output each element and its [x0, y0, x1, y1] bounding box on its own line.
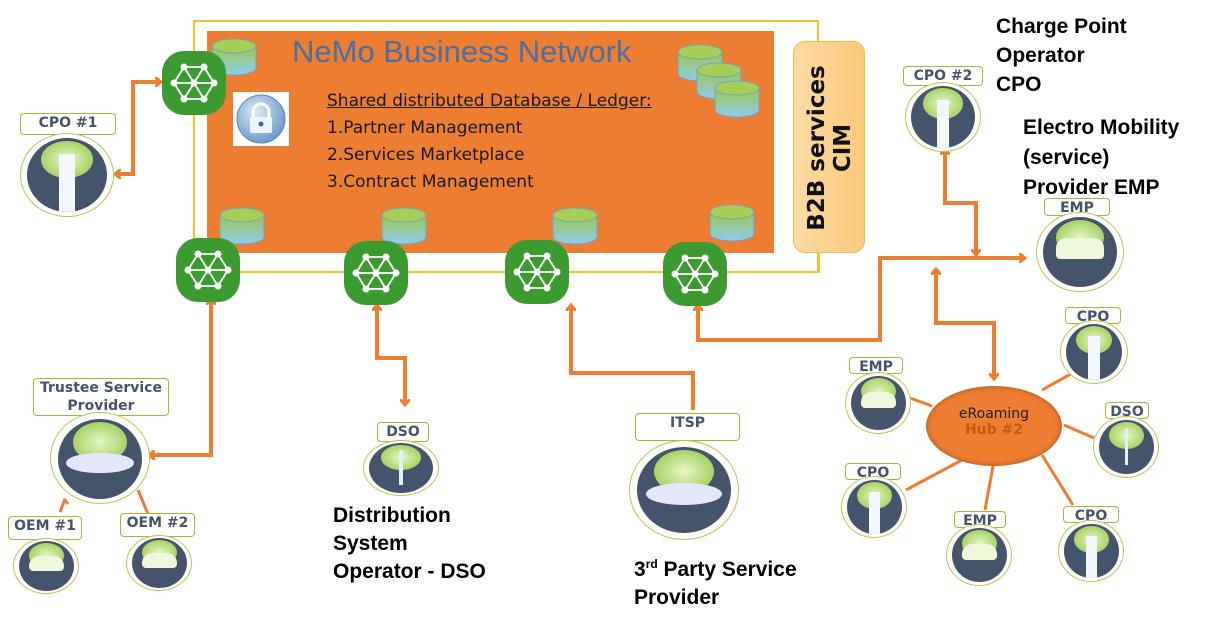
network-node-icon[interactable]	[176, 238, 240, 302]
cpo2-label: CPO #2	[903, 66, 983, 86]
b2b-services-panel: B2B services CIM	[793, 41, 865, 253]
itsp-label: ITSP	[635, 413, 740, 441]
cpo1-label: CPO #1	[20, 113, 116, 135]
caption-line: System	[333, 532, 408, 555]
ledger-heading: Shared distributed Database / Ledger:	[327, 91, 652, 111]
arrow-cpo2-emp	[945, 150, 976, 254]
cim-label: CIM	[830, 123, 856, 173]
dso-label: DSO	[377, 422, 429, 442]
caption-line: Party Service	[657, 558, 797, 581]
itsp-caption: 3rd Party Service Provider	[634, 550, 797, 612]
charger-icon[interactable]	[20, 133, 114, 217]
b2b-label: B2B services	[804, 65, 830, 231]
arrow-trustee-node	[150, 300, 211, 455]
emp-label: EMP	[1044, 198, 1110, 216]
charger-icon[interactable]	[905, 82, 981, 152]
router-icon[interactable]	[629, 440, 739, 540]
car-icon[interactable]	[946, 524, 1012, 586]
network-node-icon[interactable]	[505, 240, 569, 304]
caption-number: 3	[634, 558, 646, 581]
arrow-dso-node	[377, 306, 405, 404]
dso-caption: Distribution System Operator - DSO	[333, 502, 486, 586]
car-icon[interactable]	[126, 535, 192, 591]
ledger-item: 2.Services Marketplace	[327, 145, 525, 165]
database-icon	[552, 207, 598, 245]
car-icon[interactable]	[845, 372, 911, 434]
hub-number: Hub #2	[964, 422, 1024, 438]
charger-icon[interactable]	[1058, 520, 1124, 582]
lock-icon	[233, 92, 289, 146]
caption-line: Electro Mobility	[1023, 116, 1180, 139]
ledger-item: 3.Contract Management	[327, 172, 534, 192]
caption-line: Operator - DSO	[333, 560, 486, 583]
caption-line: Provider	[634, 586, 720, 609]
database-icon	[381, 207, 427, 245]
car-icon[interactable]	[1036, 212, 1124, 292]
wind-turbine-icon[interactable]	[363, 440, 439, 496]
oem1-label: OEM #1	[8, 516, 82, 540]
car-icon[interactable]	[13, 538, 79, 594]
charger-icon[interactable]	[1060, 320, 1128, 384]
eroaming-hub[interactable]: eRoaming Hub #2	[926, 386, 1062, 466]
wind-turbine-icon[interactable]	[1093, 416, 1159, 478]
caption-line: CPO	[996, 73, 1042, 96]
arrow-hub-line	[936, 270, 994, 378]
cpo-caption: Charge Point Operator CPO	[996, 12, 1127, 99]
caption-line: (service)	[1023, 146, 1110, 169]
caption-line: Distribution	[333, 504, 451, 527]
caption-superscript: rd	[645, 557, 658, 571]
arrow-cpo1-node	[116, 82, 160, 174]
database-icon	[714, 80, 760, 118]
emp-caption: Electro Mobility (service) Provider EMP	[1023, 113, 1179, 203]
router-icon[interactable]	[50, 412, 150, 504]
caption-line: Operator	[996, 44, 1085, 67]
arrow-node-emp	[698, 258, 1024, 342]
ledger-item: 1.Partner Management	[327, 118, 523, 138]
network-node-icon[interactable]	[663, 242, 727, 306]
caption-line: Provider EMP	[1023, 176, 1160, 199]
database-icon	[709, 204, 755, 242]
network-node-icon[interactable]	[162, 51, 226, 115]
hub-label: eRoaming	[958, 406, 1030, 422]
network-title: NeMo Business Network	[292, 34, 632, 69]
charger-icon[interactable]	[841, 476, 907, 538]
ledger-description: Shared distributed Database / Ledger: 1.…	[327, 88, 652, 196]
caption-line: Charge Point	[996, 15, 1127, 38]
arrow-itsp-node	[571, 306, 695, 410]
network-node-icon[interactable]	[344, 241, 408, 305]
trustee-label: Trustee Service Provider	[33, 378, 169, 416]
oem2-label: OEM #2	[120, 513, 195, 537]
